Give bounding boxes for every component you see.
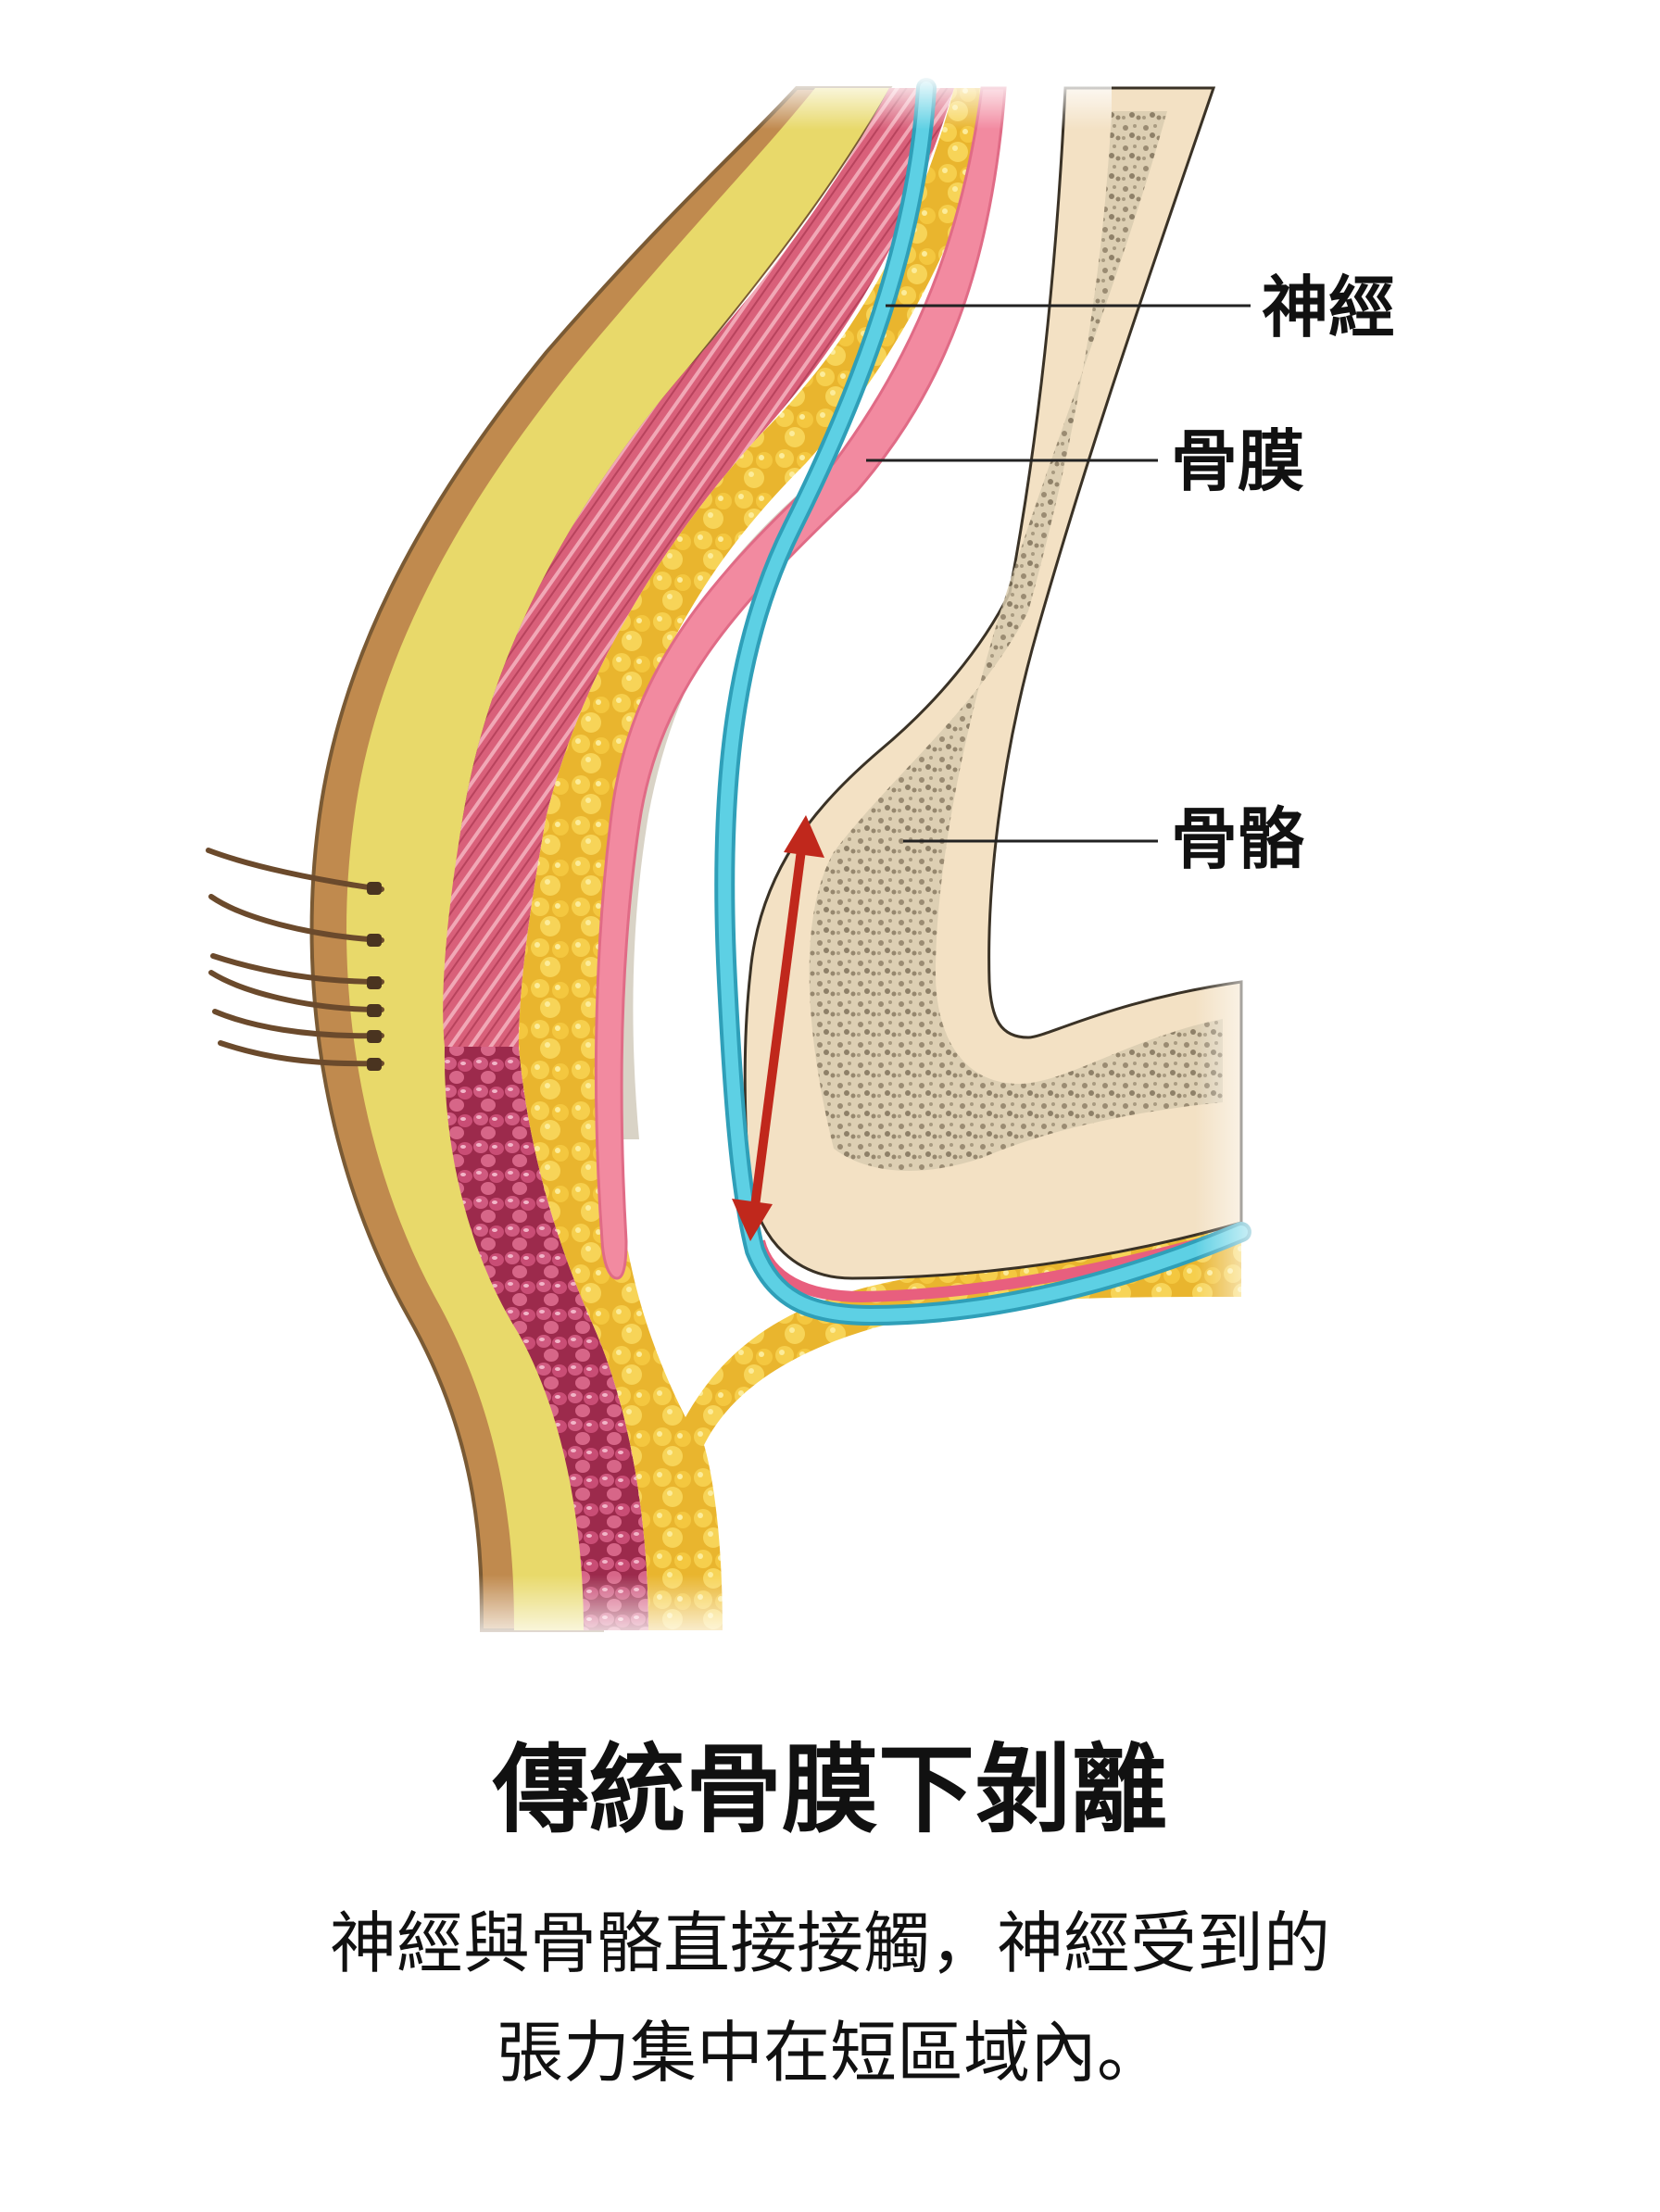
caption-line-2: 張力集中在短區域內。	[496, 2014, 1163, 2092]
periosteum-membrane	[594, 86, 1007, 1280]
tension-arrow	[732, 815, 824, 1241]
label-nerve: 神經	[1262, 269, 1396, 346]
bone-marrow	[809, 111, 1223, 1171]
periosteum-lower	[754, 1226, 1243, 1303]
caption-line-1: 神經與骨骼直接接觸，神經受到的	[329, 1904, 1330, 1982]
label-periosteum: 骨膜	[1171, 422, 1305, 500]
hairs	[206, 848, 384, 1067]
muscle-layer	[443, 88, 954, 1047]
anatomy-diagram	[206, 74, 1278, 1649]
label-bone: 骨骼	[1171, 800, 1305, 878]
caption-title: 傳統骨膜下剝離	[492, 1733, 1167, 1846]
glandular-layer	[444, 1047, 648, 1630]
